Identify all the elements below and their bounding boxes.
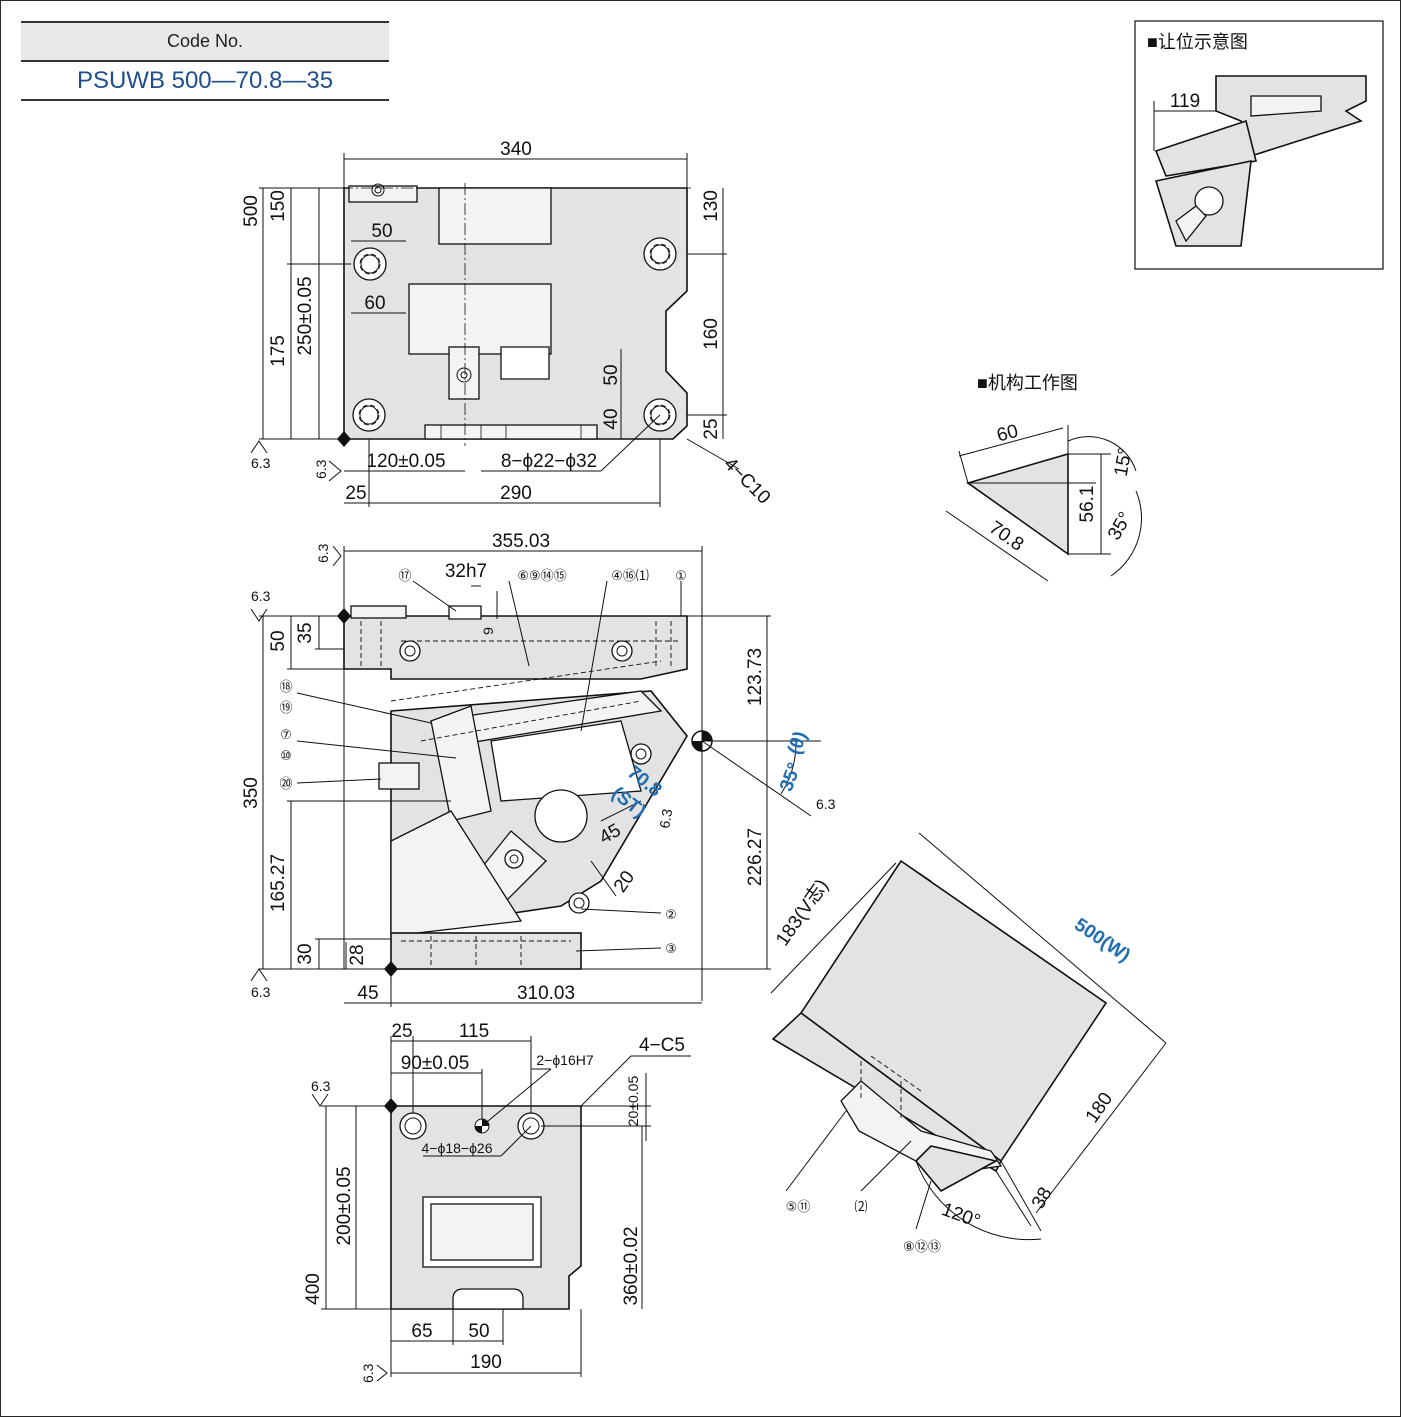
callout-19: ⑲ (279, 700, 292, 715)
dim-60: 60 (364, 293, 385, 314)
dim-32h7: 32h7 (445, 561, 487, 582)
dim-115: 115 (459, 1021, 489, 1042)
callout-3: ③ (665, 941, 677, 956)
dim-160: 160 (701, 318, 722, 350)
angle-value: 35° (776, 760, 806, 794)
dim-150: 150 (268, 190, 289, 222)
code-value: PSUWB 500—70.8—35 (21, 62, 389, 101)
dim-190: 190 (470, 1352, 502, 1373)
counterbore-hole (399, 1112, 427, 1140)
dim-15deg: 15° (1111, 446, 1137, 478)
dim-40: 40 (601, 408, 622, 429)
callout-10: ⑩ (280, 748, 292, 763)
dim-355: 355.03 (492, 531, 550, 552)
dim-20: 20 (610, 867, 639, 896)
counterbore-hole (643, 237, 677, 271)
dim-holes: 4−ϕ18−ϕ26 (422, 1140, 493, 1156)
dim-200: 200±0.05 (334, 1166, 355, 1245)
dim-120: 120±0.05 (366, 451, 445, 472)
dim-35: 35 (295, 622, 316, 643)
dim-119: 119 (1170, 91, 1200, 112)
roughness-mark: 6.3 (315, 543, 331, 563)
dim-90: 90±0.05 (401, 1053, 470, 1074)
callout-4-16-21: ④⑯⑴ (611, 568, 649, 583)
dim-35deg: 35° (1104, 509, 1137, 544)
dim-50: 50 (468, 1321, 489, 1342)
callout-20: ⑳ (279, 776, 292, 791)
mechanism-title: ■机构工作图 (977, 373, 1078, 393)
counterbore-hole (352, 398, 386, 432)
roughness-mark: 6.3 (816, 796, 836, 812)
dim-chamfer: 4−C5 (639, 1035, 685, 1056)
callout-2: ② (665, 907, 677, 922)
dim-pin: 2−ϕ16H7 (536, 1052, 593, 1068)
dim-50: 50 (371, 221, 392, 242)
callout-22: ⑵ (854, 1199, 867, 1214)
dim-30: 30 (295, 943, 316, 964)
dim-28: 28 (347, 944, 368, 965)
dim-25: 25 (391, 1021, 412, 1042)
dim-25: 25 (701, 418, 722, 439)
top-view: 340 500 150 175 250±0.05 50 60 130 160 5… (241, 139, 774, 509)
dim-180: 180 (1082, 1089, 1117, 1127)
clearance-title: ■让位示意图 (1147, 32, 1248, 52)
dim-561: 56.1 (1077, 486, 1098, 523)
dim-500w: 500(W) (1070, 914, 1133, 966)
callout-17: ⑰ (398, 568, 411, 583)
dim-120deg: 120° (939, 1199, 983, 1232)
code-label: Code No. (21, 21, 389, 62)
roughness-mark: 6.3 (313, 459, 329, 479)
code-box: Code No. PSUWB 500—70.8—35 (21, 21, 389, 101)
dim-340: 340 (500, 139, 532, 160)
dim-350: 350 (241, 777, 262, 809)
dim-175: 175 (268, 335, 289, 367)
dim-708: 70.8 (985, 517, 1027, 555)
dim-60: 60 (995, 421, 1021, 447)
dim-165: 165.27 (268, 854, 289, 912)
dim-holes: 8−ϕ22−ϕ32 (501, 451, 597, 472)
callout-18: ⑱ (279, 679, 292, 694)
dim-20: 20±0.05 (625, 1076, 641, 1127)
bottom-view: 25 115 90±0.05 2−ϕ16H7 4−C5 20±0.05 4−ϕ1… (303, 1021, 691, 1383)
angle-label: (θ) (784, 729, 812, 758)
dim-chamfer: 4−C10 (719, 454, 774, 509)
roughness-mark: 6.3 (311, 1078, 331, 1094)
roughness-mark: 6.3 (251, 455, 271, 471)
callout-8-12-13: ⑧⑫⑬ (903, 1239, 941, 1254)
dim-360: 360±0.02 (621, 1226, 642, 1305)
dim-50b: 50 (601, 364, 622, 385)
dim-226: 226.27 (745, 828, 766, 886)
callout-1: ① (675, 568, 687, 583)
roughness-mark: 6.3 (251, 984, 271, 1000)
dim-65: 65 (411, 1321, 432, 1342)
dim-9: 9 (480, 627, 496, 635)
roughness-mark: 6.3 (360, 1363, 376, 1383)
dim-123: 123.73 (745, 648, 766, 706)
dim-310: 310.03 (517, 983, 575, 1004)
dim-130: 130 (701, 190, 722, 222)
mechanism-inset: ■机构工作图 60 70.8 56.1 15° 35° (945, 373, 1143, 582)
dim-25b: 25 (345, 483, 366, 504)
dim-500: 500 (241, 195, 262, 227)
dim-250: 250±0.05 (295, 276, 316, 355)
dim-400: 400 (303, 1273, 324, 1305)
dim-38: 38 (1028, 1184, 1057, 1213)
front-view: 355.03 32h7 9 50 35 350 123.73 165.27 30… (241, 531, 836, 1007)
dim-290: 290 (500, 483, 532, 504)
callout-5-11: ⑤⑪ (786, 1199, 811, 1214)
callout-6-9-14-15: ⑥⑨⑭⑮ (517, 568, 566, 583)
dim-50: 50 (268, 630, 289, 651)
counterbore-hole (353, 247, 387, 281)
callout-7: ⑦ (280, 727, 292, 742)
isometric-view: 183(V志) 500(W) 180 38 120° ⑤⑪ ⑵ ⑧⑫⑬ (770, 832, 1167, 1254)
roughness-mark: 6.3 (251, 588, 271, 604)
clearance-inset: 119 ■让位示意图 (1134, 20, 1384, 270)
roughness-mark: 6.3 (656, 807, 675, 829)
dim-45: 45 (357, 983, 378, 1004)
